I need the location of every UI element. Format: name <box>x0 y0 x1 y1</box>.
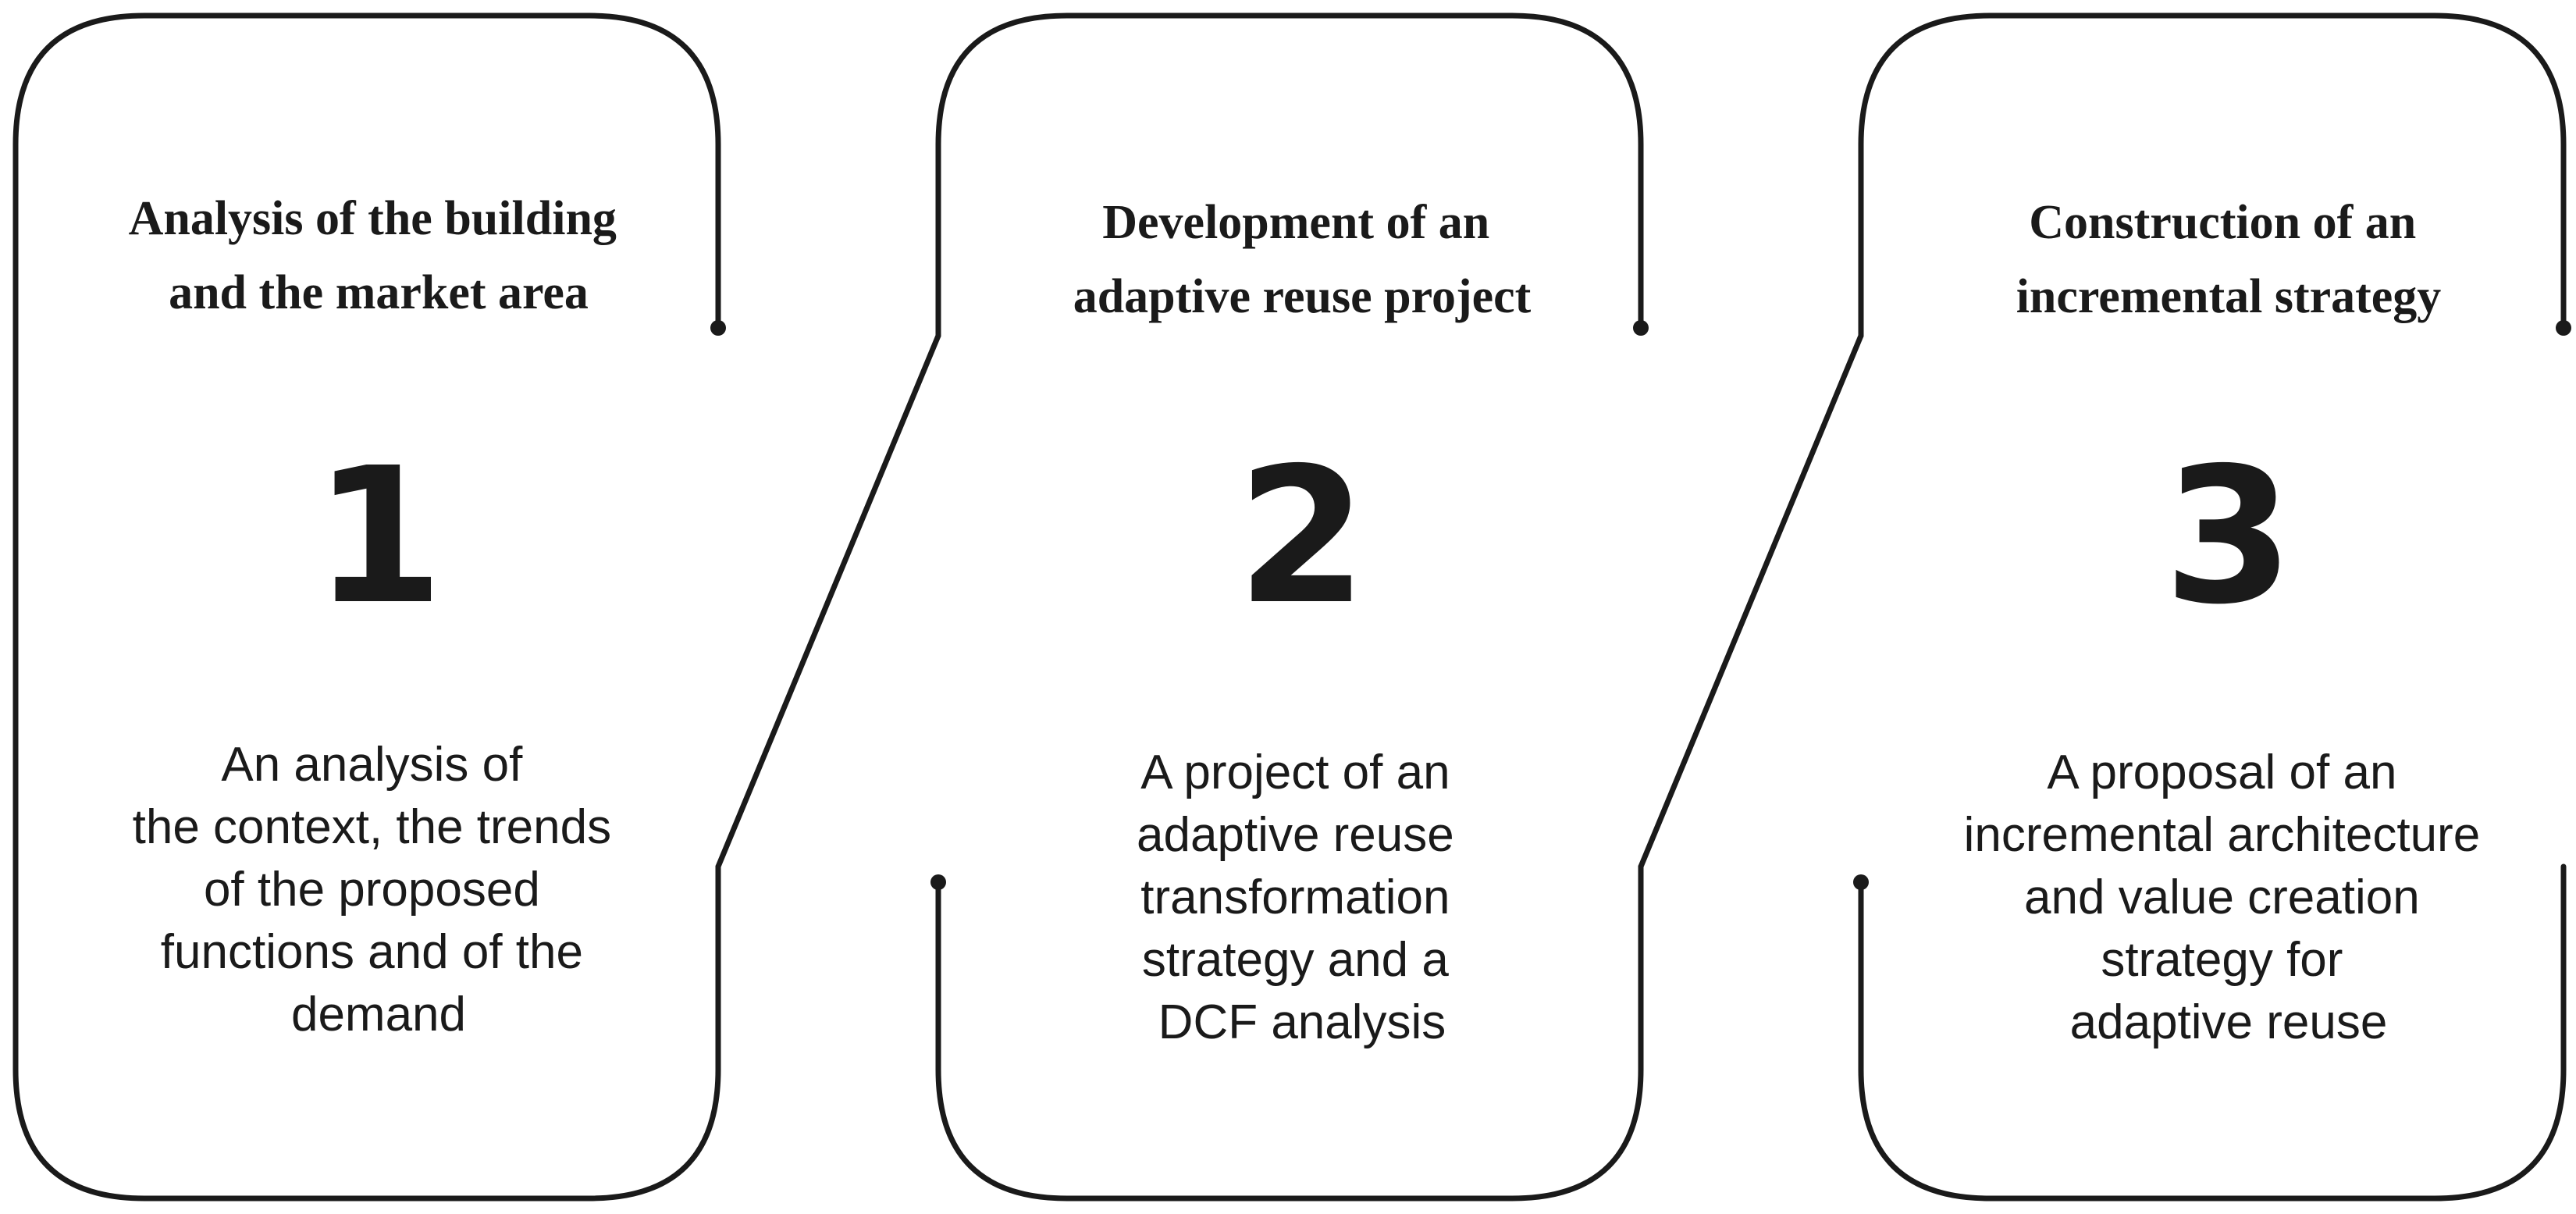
step-1-description-line-1: An analysis of <box>221 738 523 792</box>
step-2: Development of an adaptive reuse project… <box>1073 196 1532 1049</box>
endpoint-dot <box>1633 320 1649 336</box>
step-1-number: 1 <box>314 427 444 646</box>
step-1-description-line-3: of the proposed <box>204 863 540 917</box>
step-2-title-line-2: adaptive reuse project <box>1073 270 1532 323</box>
step-1-description-line-5: demand <box>291 988 466 1041</box>
step-2-description-line-4: strategy and a <box>1142 933 1449 987</box>
step-1-title-line-2: and the market area <box>169 266 589 319</box>
flow-outline <box>12 12 2567 1202</box>
step-2-description-line-5: DCF analysis <box>1158 995 1446 1049</box>
step-2-description-line-1: A project of an <box>1140 746 1450 799</box>
step-2-title-line-1: Development of an <box>1102 196 1489 249</box>
step-3-description-line-4: strategy for <box>2101 933 2343 987</box>
step-3-description-line-3: and value creation <box>2024 870 2420 924</box>
step-3-description-line-1: A proposal of an <box>2047 746 2396 799</box>
step-3-number: 3 <box>2164 427 2294 646</box>
box-2-outline-bottom <box>935 863 1644 1202</box>
connector-2-3 <box>1638 333 1864 870</box>
step-1: Analysis of the building and the market … <box>129 192 629 1041</box>
step-3-title-line-1: Construction of an <box>2029 196 2416 249</box>
step-2-description: A project of an adaptive reuse transform… <box>1137 746 1468 1049</box>
step-3: Construction of an incremental strategy … <box>1964 196 2494 1049</box>
step-3-description-line-5: adaptive reuse <box>2070 995 2388 1049</box>
box-3-outline <box>1858 12 2567 339</box>
step-1-description-line-2: the context, the trends <box>133 800 612 854</box>
step-3-title: Construction of an incremental strategy <box>2016 196 2442 323</box>
box-3-outline-bottom <box>1858 863 2567 1202</box>
endpoint-dots <box>710 320 2571 890</box>
connector-1-2 <box>715 333 941 870</box>
step-3-description-line-2: incremental architecture <box>1964 808 2481 862</box>
endpoint-dot <box>2556 320 2571 336</box>
endpoint-dot <box>1853 874 1869 890</box>
step-1-description: An analysis of the context, the trends o… <box>133 738 625 1041</box>
box-1-outline <box>12 12 721 1202</box>
step-1-title-line-1: Analysis of the building <box>129 192 617 245</box>
endpoint-dot <box>930 874 946 890</box>
step-2-title: Development of an adaptive reuse project <box>1073 196 1532 323</box>
step-2-description-line-3: transformation <box>1140 870 1450 924</box>
step-1-description-line-4: functions and of the <box>161 925 583 979</box>
step-3-description: A proposal of an incremental architectur… <box>1964 746 2494 1049</box>
step-2-number: 2 <box>1237 427 1368 646</box>
step-3-title-line-2: incremental strategy <box>2016 270 2442 323</box>
step-1-title: Analysis of the building and the market … <box>129 192 629 319</box>
endpoint-dot <box>710 320 726 336</box>
box-2-outline <box>935 12 1644 339</box>
step-2-description-line-2: adaptive reuse <box>1137 808 1454 862</box>
